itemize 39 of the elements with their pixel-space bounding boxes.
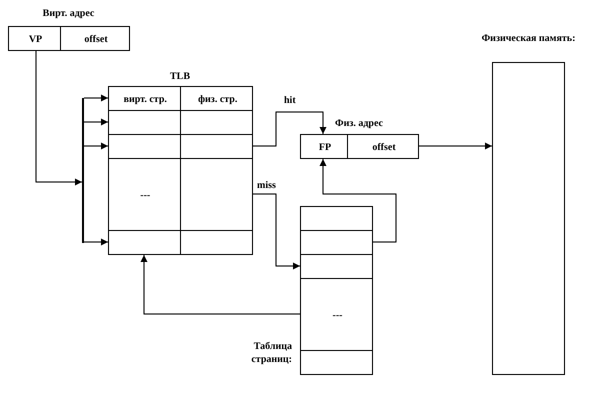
table-row <box>300 278 373 351</box>
heading: Физ. адрес <box>334 118 384 130</box>
table-row <box>300 206 373 231</box>
table-row <box>108 230 253 255</box>
cell-text: --- <box>139 188 152 202</box>
cell-text: VP <box>28 32 44 46</box>
cell-text: --- <box>332 308 344 322</box>
address-field <box>60 26 130 51</box>
table-row <box>108 86 253 111</box>
arrow <box>84 94 108 102</box>
arrow <box>320 158 396 242</box>
arrow <box>36 50 82 186</box>
arrow <box>84 142 108 150</box>
edge-label: miss <box>256 180 277 191</box>
address-field <box>300 134 348 159</box>
arrow <box>418 142 492 150</box>
arrow <box>84 238 108 246</box>
arrow <box>140 254 300 314</box>
address-field <box>347 134 419 159</box>
cell-text: FP <box>318 140 332 154</box>
table-row <box>108 110 253 135</box>
cell-text: физ. стр. <box>197 92 238 106</box>
heading: TLB <box>168 71 191 83</box>
cell-text: offset <box>83 32 109 46</box>
cell-text: вирт. стр. <box>122 92 168 106</box>
table-row <box>300 230 373 255</box>
arrow <box>84 118 108 126</box>
arrow <box>252 194 300 270</box>
side-label: Таблица страниц: <box>250 340 292 366</box>
heading: Вирт. адрес <box>42 8 96 20</box>
address-field <box>8 26 61 51</box>
table-row <box>300 350 373 375</box>
table-row <box>108 134 253 159</box>
edge-label: hit <box>283 95 297 106</box>
cell-text: offset <box>371 140 397 154</box>
table-row <box>300 254 373 279</box>
arrow <box>252 112 326 146</box>
table-row <box>108 158 253 231</box>
heading: Физическая память: <box>481 33 576 45</box>
